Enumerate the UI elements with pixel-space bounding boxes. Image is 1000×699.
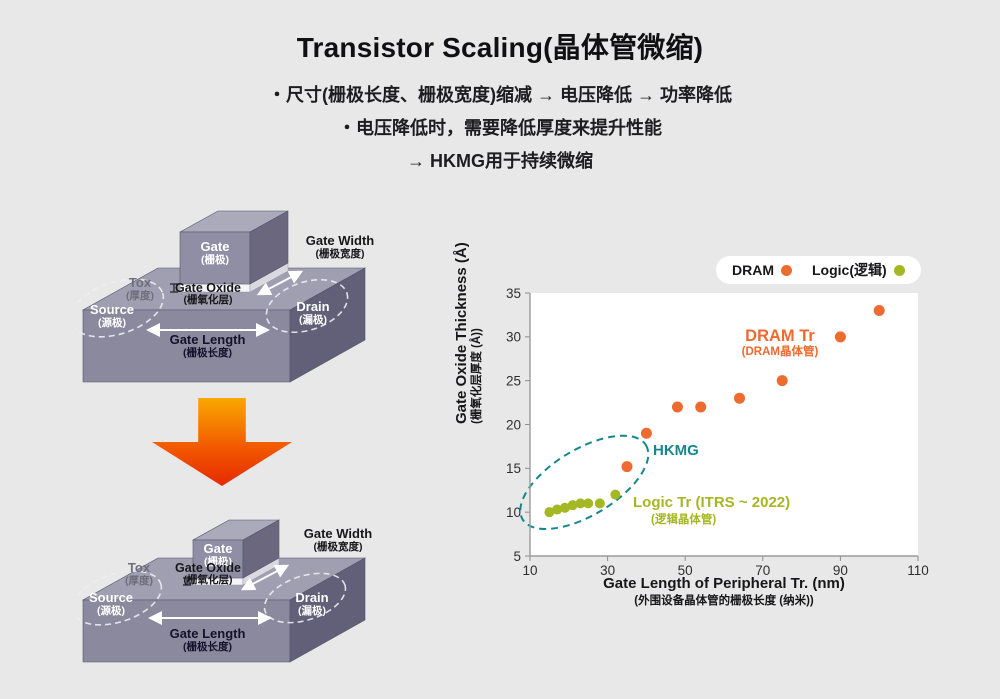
svg-text:70: 70 xyxy=(755,563,770,578)
tox-bracket xyxy=(183,577,191,586)
bullet-3: → HKMG用于持续微缩 xyxy=(407,151,593,171)
tox-bracket xyxy=(170,283,178,293)
x-axis-title: Gate Length of Peripheral Tr. (nm) (外围设备… xyxy=(530,575,918,608)
legend-logic-dot xyxy=(893,264,905,276)
svg-text:10: 10 xyxy=(522,563,537,578)
gate-width-arrow xyxy=(240,564,290,591)
bullet-2: ・电压降低时，需要降低厚度来提升性能 xyxy=(338,118,662,138)
source-drain-dashed-regions xyxy=(75,570,347,626)
svg-text:90: 90 xyxy=(833,563,848,578)
svg-text:30: 30 xyxy=(506,330,521,345)
logic-annotation-en: Logic Tr (ITRS ~ 2022) xyxy=(633,494,791,511)
svg-text:50: 50 xyxy=(678,563,693,578)
transistor-3d-before xyxy=(75,210,367,383)
scaling-down-arrow xyxy=(152,398,292,486)
legend-logic-label: Logic(逻辑) xyxy=(812,262,887,278)
bullet-1: ・尺寸(栅极长度、栅极宽度)缩减 → 电压降低 → 功率降低 xyxy=(268,85,732,105)
dram-annotation: DRAM Tr (DRAM晶体管) xyxy=(700,327,860,359)
legend-item-logic: Logic(逻辑) xyxy=(812,260,905,280)
svg-text:15: 15 xyxy=(506,461,521,476)
svg-text:20: 20 xyxy=(506,417,521,432)
gate-block xyxy=(179,210,289,285)
svg-text:25: 25 xyxy=(506,373,521,388)
svg-text:110: 110 xyxy=(907,563,929,578)
gate-width-arrow xyxy=(256,270,304,296)
svg-text:35: 35 xyxy=(506,286,521,301)
legend-dram-dot xyxy=(781,264,792,276)
svg-text:30: 30 xyxy=(600,563,615,578)
hkmg-annotation: HKMG xyxy=(653,442,699,459)
x-axis-title-cn: (外围设备晶体管的栅极长度 (纳米)) xyxy=(634,594,814,607)
logic-annotation-cn: (逻辑晶体管) xyxy=(651,514,717,526)
logic-annotation: Logic Tr (ITRS ~ 2022) (逻辑晶体管) xyxy=(633,494,790,527)
page-title: Transistor Scaling(晶体管微缩) xyxy=(296,32,704,63)
svg-text:5: 5 xyxy=(513,549,521,564)
header: Transistor Scaling(晶体管微缩) ・尺寸(栅极长度、栅极宽度)… xyxy=(0,26,1000,173)
svg-text:10: 10 xyxy=(506,505,521,520)
gate-block xyxy=(191,519,281,579)
dram-annotation-en: DRAM Tr xyxy=(745,327,815,345)
legend-item-dram: DRAM xyxy=(732,262,792,278)
x-axis-title-en: Gate Length of Peripheral Tr. (nm) xyxy=(603,575,845,592)
transistor-3d-after xyxy=(75,519,367,663)
dram-annotation-cn: (DRAM晶体管) xyxy=(741,345,819,358)
legend-dram-label: DRAM xyxy=(732,262,774,278)
chart-legend: DRAM Logic(逻辑) xyxy=(716,256,921,284)
